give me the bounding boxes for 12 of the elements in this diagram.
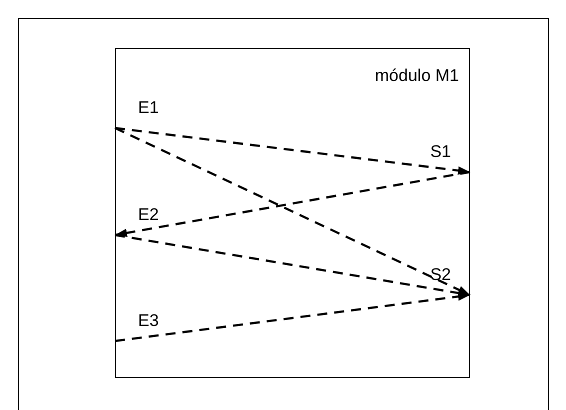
dashed-arrow: [114, 234, 470, 298]
port-label: E3: [116, 312, 176, 342]
port-label: E1: [116, 99, 176, 129]
dashed-arrow: [114, 170, 470, 238]
port-label: S2: [411, 266, 471, 296]
port-label: E2: [116, 206, 176, 236]
dashed-arrow: [114, 126, 470, 175]
module-title: módulo M1: [374, 67, 459, 84]
dashed-arrow: [114, 292, 470, 342]
port-label: S1: [411, 143, 471, 173]
dashed-arrow: [114, 127, 470, 296]
module-box: [115, 48, 470, 378]
